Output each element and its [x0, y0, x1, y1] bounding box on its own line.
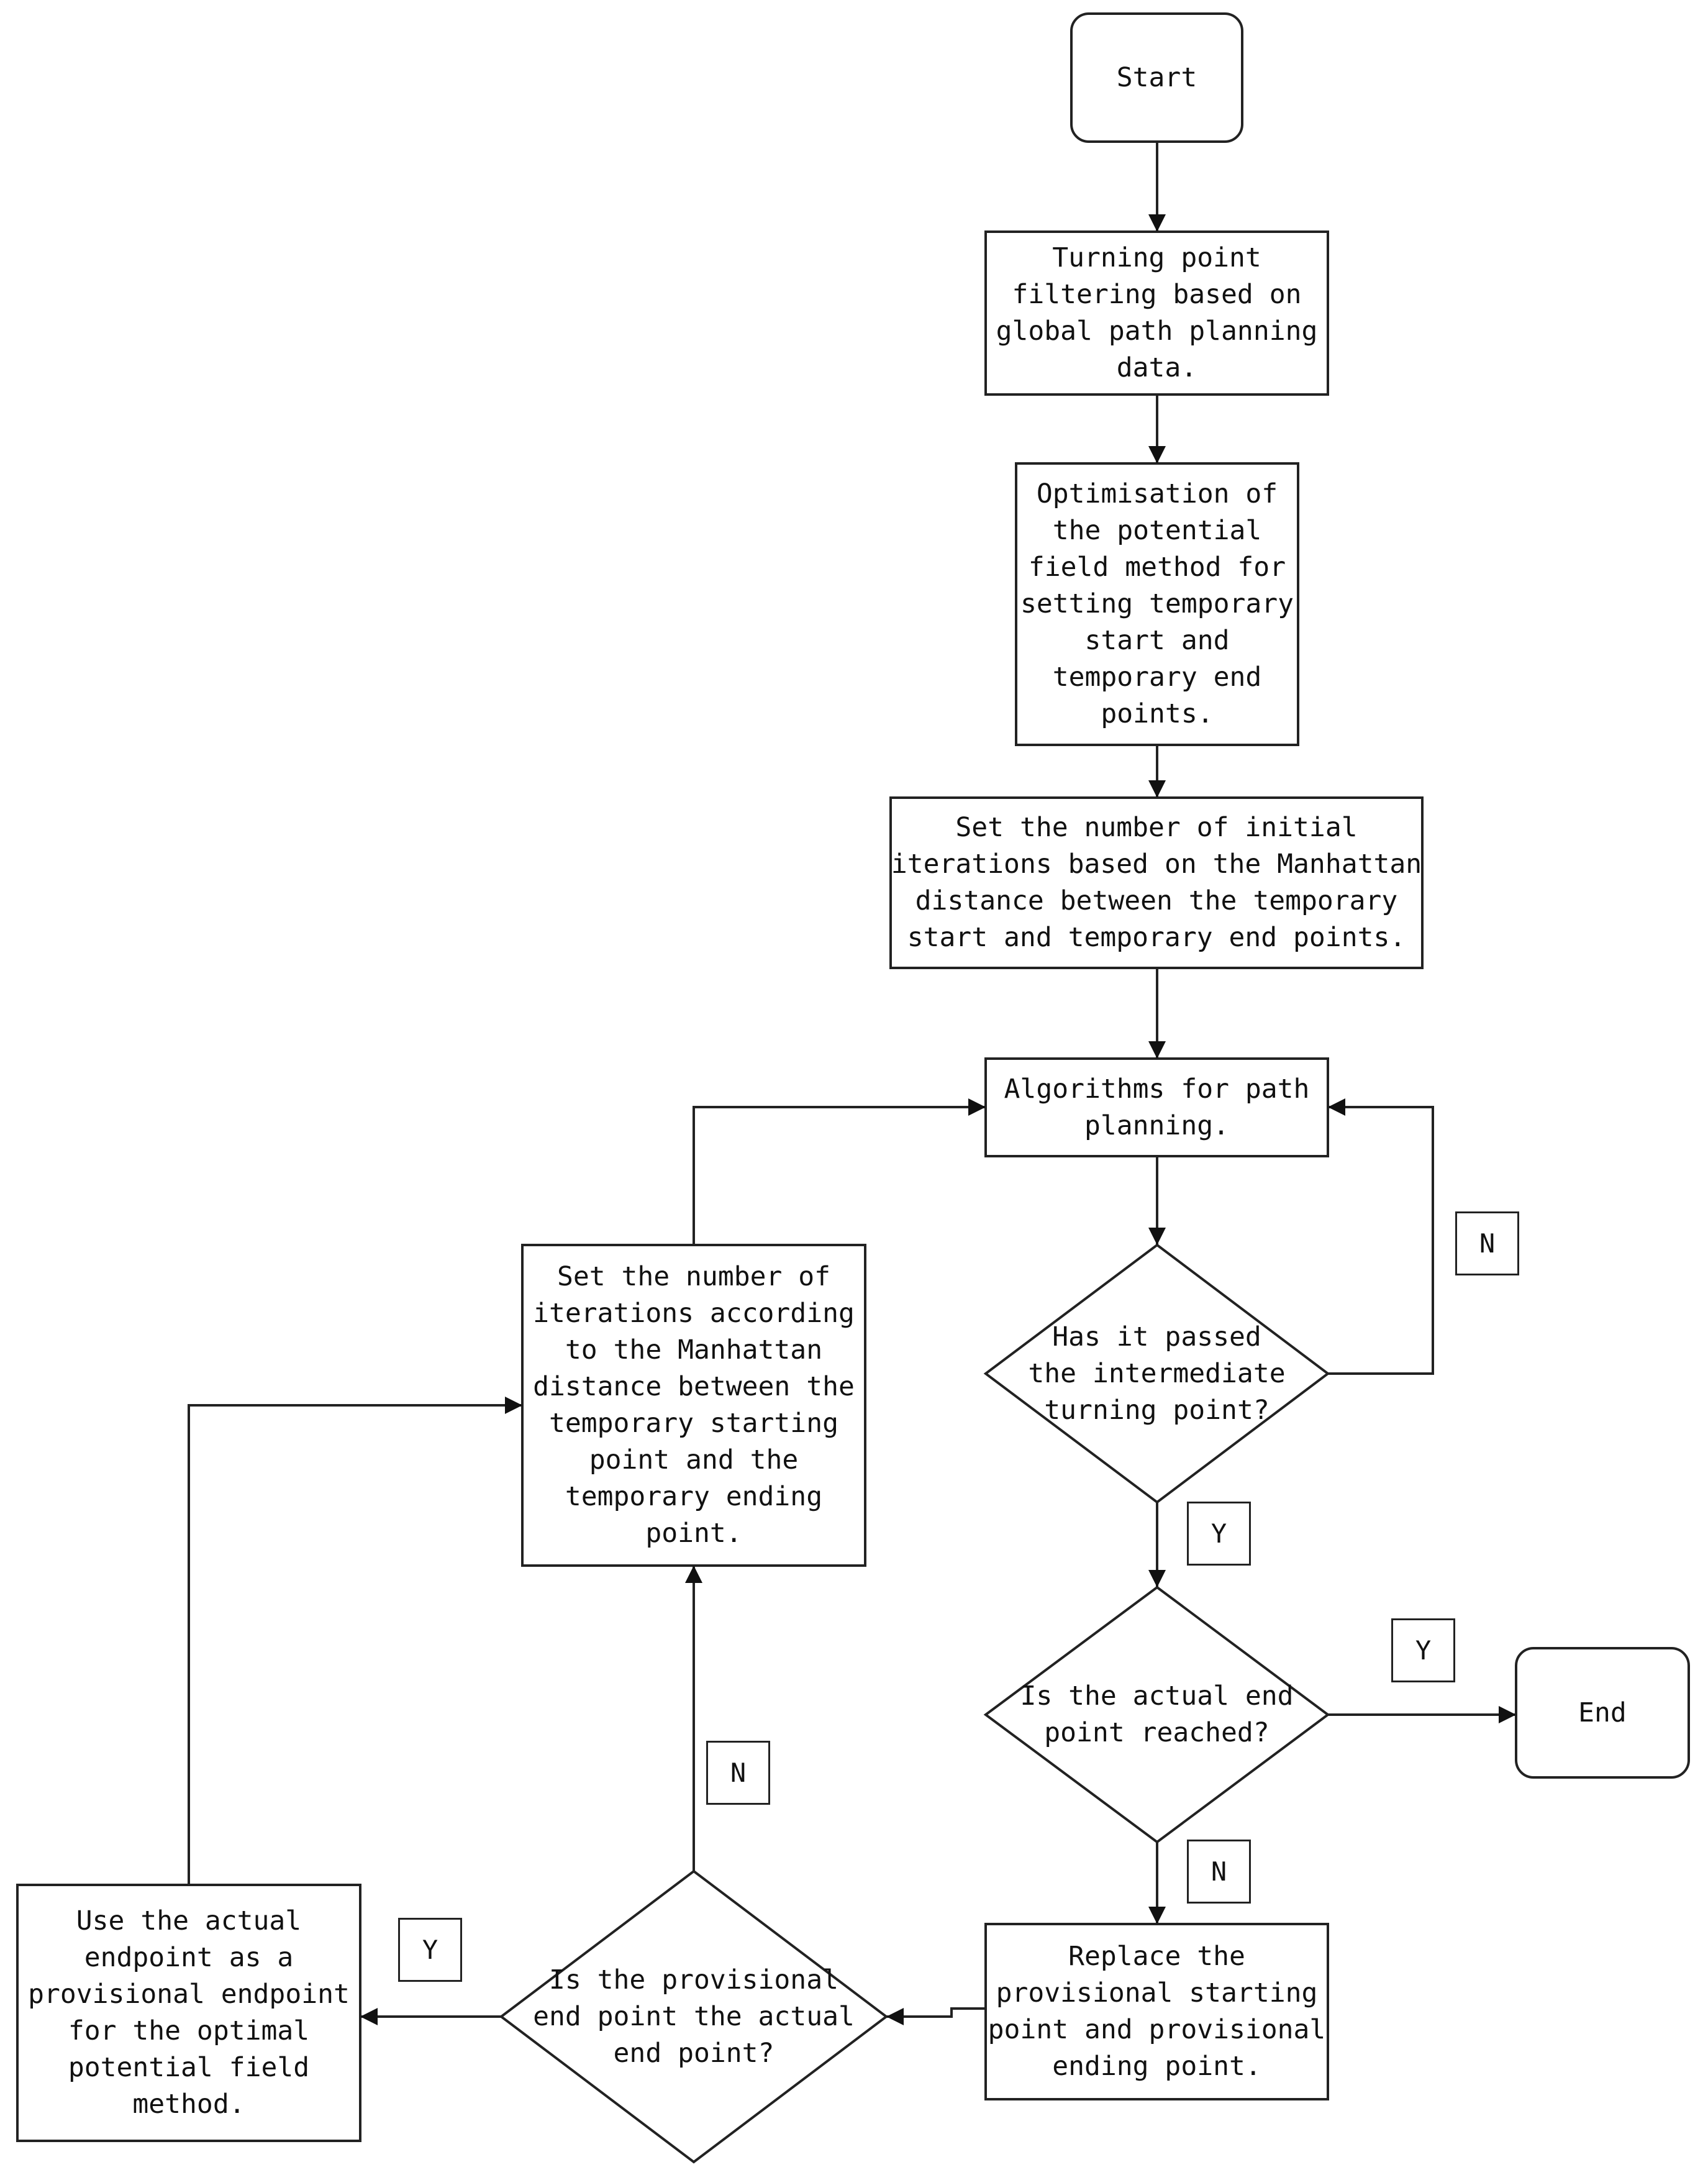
- arrow-use-actual-to-set: [188, 1397, 522, 1885]
- end-node-text: End: [1578, 1697, 1627, 1728]
- label-provisional-yes: Y: [398, 1918, 462, 1982]
- use-actual-endpoint-text: Use the actual endpoint as a provisional…: [28, 1905, 350, 2120]
- start-node-text: Start: [1116, 62, 1197, 93]
- label-provisional-no: N: [706, 1741, 770, 1805]
- optimisation-text: Optimisation of the potential field meth…: [1020, 478, 1294, 729]
- label-reached-no: N: [1187, 1840, 1251, 1904]
- provisional-is-actual-text: Is the provisional end point the actual …: [533, 1964, 855, 2069]
- replace-provisional-box: [984, 1923, 1329, 2100]
- set-iterations-text: Set the number of iterations according t…: [533, 1261, 855, 1549]
- set-initial-iterations-box: [889, 796, 1424, 969]
- label-passed-no: N: [1455, 1211, 1519, 1275]
- provisional-is-actual-decision: [499, 1869, 889, 2164]
- has-passed-text: Has it passed the intermediate turning p…: [1028, 1321, 1286, 1426]
- actual-reached-text: Is the actual end point reached?: [1020, 1681, 1294, 1748]
- set-iterations-box: [521, 1244, 866, 1567]
- turning-filter-box: [984, 230, 1329, 396]
- replace-provisional-text: Replace the provisional starting point a…: [988, 1941, 1326, 2082]
- arrow-passed-no-loop: [1328, 1098, 1434, 1375]
- label-passed-yes: Y: [1187, 1502, 1251, 1566]
- arrow-set-to-algorithms: [693, 1098, 986, 1245]
- algorithms-text: Algorithms for path planning.: [1004, 1073, 1310, 1141]
- turning-filter-text: Turning point filtering based on global …: [996, 242, 1318, 383]
- end-node: [1515, 1647, 1690, 1779]
- set-initial-iterations-text: Set the number of initial iterations bas…: [891, 812, 1422, 953]
- label-reached-yes: Y: [1391, 1618, 1455, 1682]
- arrow-replace-to-provisional: [886, 2007, 986, 2025]
